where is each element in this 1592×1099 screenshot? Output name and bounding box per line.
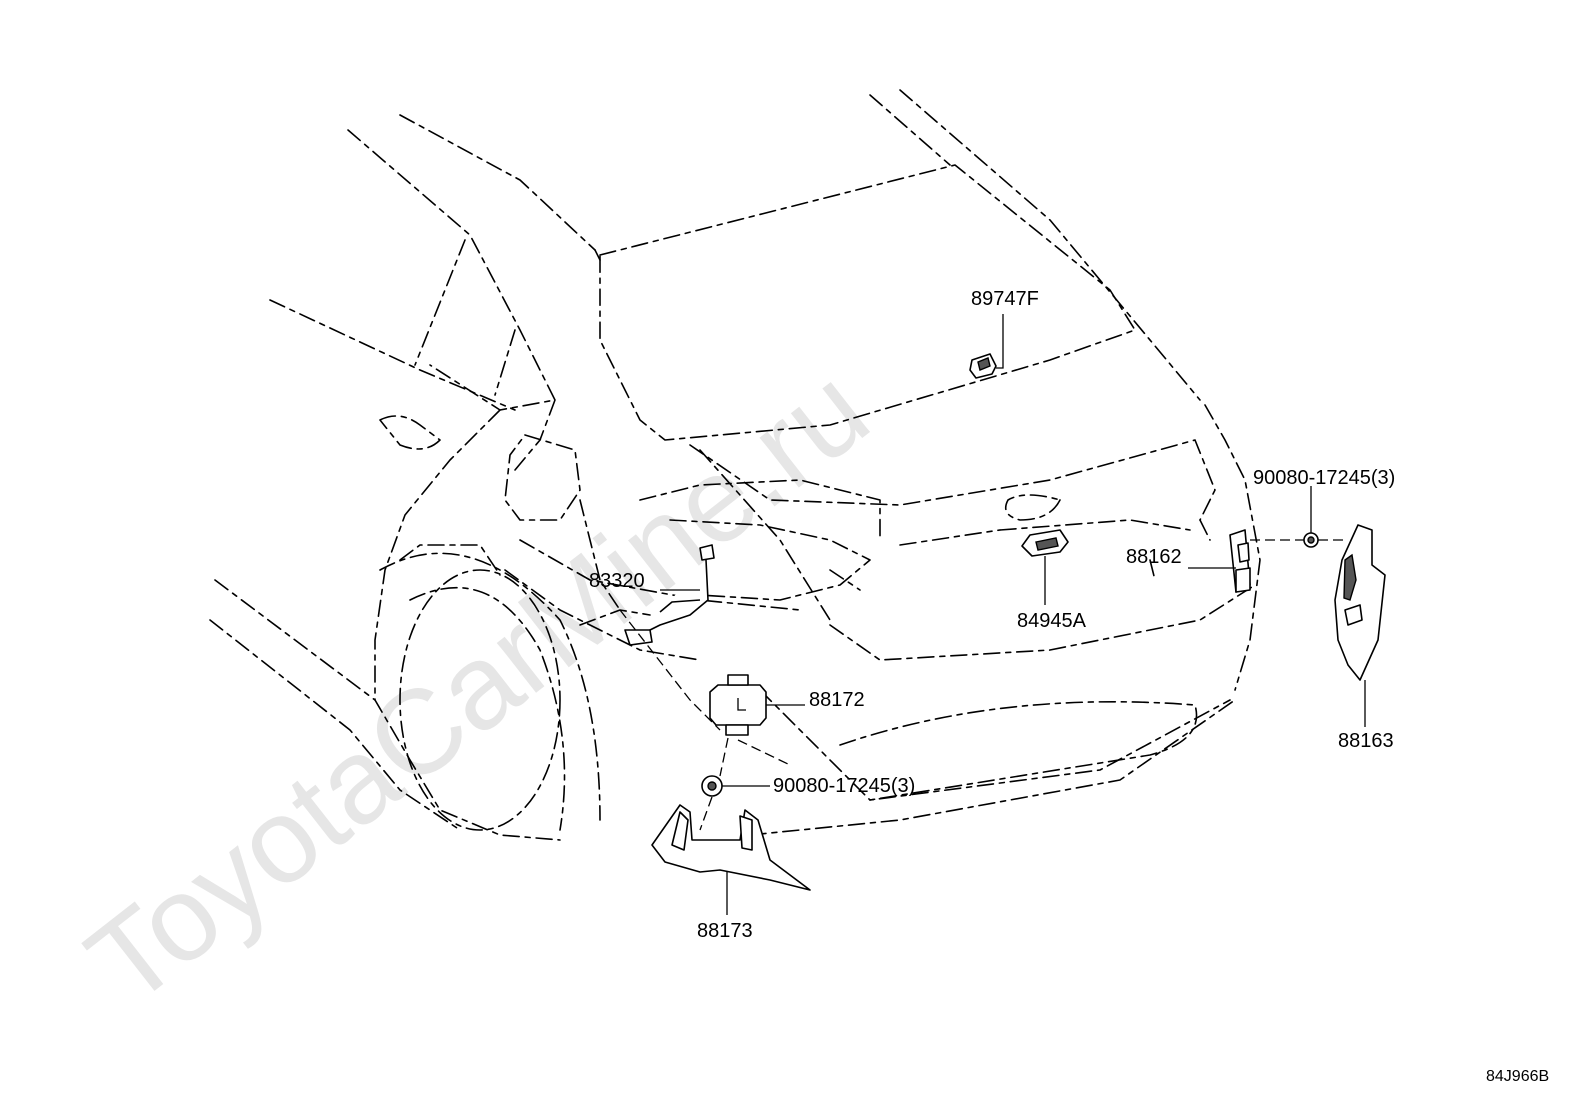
part-90080-lower-nut (701, 775, 723, 797)
part-88173 (651, 804, 811, 891)
car-body-outline (209, 89, 1261, 841)
part-89747F (969, 353, 997, 379)
label-88172: 88172 (809, 689, 865, 711)
label-88173: 88173 (697, 920, 753, 942)
part-90080-upper-nut (1303, 532, 1319, 548)
label-88163: 88163 (1338, 730, 1394, 752)
part-labels: 89747F 90080-17245(3) 88162 84945A 83320… (589, 288, 1395, 942)
part-88172 (709, 674, 767, 736)
label-83320: 83320 (589, 570, 645, 592)
part-83320-harness (624, 544, 715, 646)
watermark: ToyotaCarMine.ru (64, 342, 893, 1031)
label-90080-upper: 90080-17245(3) (1253, 467, 1395, 489)
diagram-code: 84J966B (1486, 1068, 1549, 1085)
label-84945A: 84945A (1017, 610, 1087, 632)
part-84945A (1021, 529, 1069, 557)
part-88162 (1229, 529, 1251, 593)
label-90080-lower: 90080-17245(3) (773, 775, 915, 797)
part-88163 (1334, 524, 1386, 681)
leader-lines (619, 314, 1366, 915)
label-89747F: 89747F (971, 288, 1039, 310)
label-88162: 88162 (1126, 546, 1182, 568)
